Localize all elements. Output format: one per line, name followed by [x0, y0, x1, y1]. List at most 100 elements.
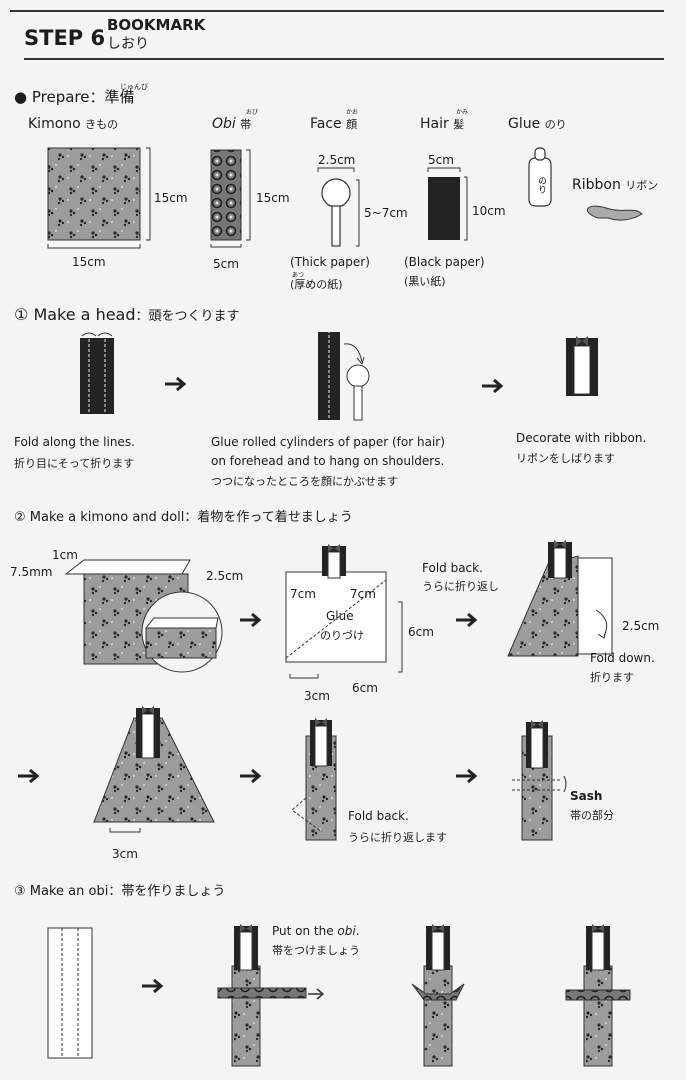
- obi-label-jp: 帯: [240, 118, 252, 131]
- face-note-jp: (厚めの紙): [290, 278, 343, 291]
- doll-face: [141, 713, 155, 759]
- obi-wrap-1: [217, 987, 307, 999]
- kimono-diagonal-fold: [285, 579, 387, 659]
- kimono-6cm-bracket: [398, 601, 403, 673]
- face-width-bracket: [317, 167, 355, 172]
- section1-caption1: Fold along the lines.: [14, 435, 135, 449]
- step1-hair-paper: [80, 338, 114, 414]
- obi-label-text: Obi: [212, 116, 236, 132]
- doll-face: [327, 551, 341, 579]
- kimono-width-value: 15cm: [72, 255, 106, 269]
- glue-label: Glue のり: [508, 117, 567, 131]
- ribbon-bow-icon: [531, 720, 543, 728]
- glue-label-jp: のりづけ: [320, 629, 364, 642]
- ribbon-bow-icon: [142, 706, 154, 714]
- obi-label: Obi 帯: [212, 117, 251, 131]
- section3-caption: Put on the obi.: [272, 925, 360, 937]
- doll-body-2: [423, 965, 453, 1067]
- face-stick: [331, 205, 341, 247]
- prepare-illustrations: [47, 147, 643, 249]
- obi-height-bracket: [246, 149, 251, 241]
- fold-back-label: Fold back.: [422, 561, 483, 575]
- face-height-value: 5~7cm: [364, 206, 408, 220]
- section3-title-jp: ：帯を作りましょう: [108, 884, 226, 899]
- obi-height-value: 15cm: [256, 191, 290, 205]
- section1-caption1-jp: 折り目にそって折ります: [14, 457, 135, 470]
- ribbon-bow-icon: [576, 336, 588, 346]
- page-title: BOOKMARK: [107, 16, 206, 34]
- sash-bracket: [563, 775, 567, 793]
- face-note: (Thick paper): [290, 255, 370, 269]
- sash-label-jp: 帯の部分: [570, 809, 614, 822]
- measure-3cm: 3cm: [304, 689, 330, 703]
- section1-title-jp: ：頭をつくります: [135, 309, 240, 324]
- measure-2-5cm-right: 2.5cm: [622, 619, 660, 633]
- step-number: STEP 6: [24, 26, 106, 50]
- section3-caption-text: Put on the: [272, 924, 338, 938]
- section1-title: Make a head: [33, 305, 136, 324]
- section1-heading: ① Make a head：頭をつくります: [14, 305, 240, 324]
- zoom-detail-fold: [144, 617, 219, 629]
- kimono-fold-top: [64, 559, 191, 575]
- section2-illustrations: [18, 540, 613, 841]
- header-bottom-rule: [24, 58, 664, 60]
- obi-wrap-3: [565, 989, 631, 1001]
- page-header: STEP 6 BOOKMARK しおり: [0, 0, 686, 62]
- hair-note-jp: (黒い紙): [404, 275, 446, 288]
- section3-caption-end: .: [355, 924, 360, 938]
- ribbon-bow-icon: [592, 924, 604, 932]
- doll-3cm-bracket: [109, 828, 141, 833]
- arrow-right-icon: [142, 978, 164, 994]
- glue-label-text: Glue: [508, 116, 541, 132]
- kimono-height-value: 15cm: [154, 191, 188, 205]
- section3-heading: ③ Make an obi：帯を作りましょう: [14, 885, 225, 898]
- section2-number: ②: [14, 510, 26, 525]
- kimono-label-jp: きもの: [85, 118, 119, 131]
- curved-arrow-icon: [343, 343, 365, 366]
- obi-width-bracket: [210, 244, 242, 248]
- kimono-paper-square: [47, 147, 141, 241]
- header-top-rule: [10, 10, 664, 12]
- step2-face-stick: [353, 385, 363, 421]
- hair-black-paper: [428, 177, 460, 240]
- measure-3cm-doll: 3cm: [112, 847, 138, 861]
- hair-height-value: 10cm: [472, 204, 506, 218]
- arrow-right-icon: [165, 376, 187, 392]
- ribbon-bow-icon: [328, 544, 340, 552]
- hair-height-bracket: [464, 176, 468, 241]
- obi-ruby: おび: [246, 109, 259, 116]
- ribbon-label-text: Ribbon: [572, 177, 621, 193]
- doll-face: [591, 931, 605, 971]
- section3-caption-jp: 帯をつけましょう: [272, 944, 360, 957]
- measure-7-5mm: 7.5mm: [10, 565, 53, 579]
- kimono-label-text: Kimono: [28, 116, 81, 132]
- glue-label: Glue: [326, 609, 354, 623]
- arrow-right-icon: [456, 768, 478, 784]
- section3-title: Make an obi: [29, 884, 109, 899]
- obi-width-value: 5cm: [213, 257, 239, 271]
- step3-face: [573, 345, 591, 395]
- section3-caption-italic: obi: [337, 924, 356, 938]
- measure-6cm-bottom: 6cm: [352, 681, 378, 695]
- section1-caption2-jp: つつになったところを顔にかぶせます: [211, 475, 398, 488]
- obi-paper-strip: [210, 149, 242, 241]
- glue-cap-icon: [534, 147, 546, 161]
- doll-face: [431, 931, 445, 971]
- obi-arrow-icon: [308, 988, 325, 1000]
- ribbon-bow-icon: [240, 924, 252, 932]
- arrow-right-icon: [240, 612, 262, 628]
- section2-title: Make a kimono and doll: [29, 510, 185, 525]
- section1-number: ①: [14, 305, 29, 324]
- ribbon-bow-icon: [432, 924, 444, 932]
- page-title-jp: しおり: [107, 36, 149, 52]
- arrow-right-icon: [18, 768, 40, 784]
- section2-title-jp: ：着物を作って着せましょう: [184, 510, 353, 525]
- measure-2-5cm: 2.5cm: [206, 569, 244, 583]
- section3-number: ③: [14, 884, 26, 899]
- hair-width-bracket: [427, 167, 461, 172]
- prepare-heading-text: Prepare：: [31, 88, 105, 106]
- kimono-label: Kimono きもの: [28, 117, 118, 131]
- ribbon-label: Ribbon リボン: [572, 178, 658, 192]
- face-ruby: かお: [346, 109, 359, 116]
- arrow-right-icon: [240, 768, 262, 784]
